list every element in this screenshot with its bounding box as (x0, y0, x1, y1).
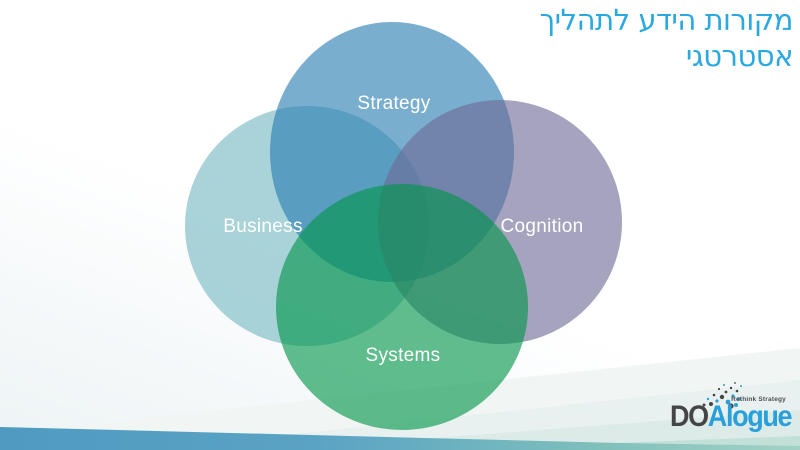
logo-tagline: Rethink Strategy (731, 396, 786, 403)
venn-label-business: Business (223, 216, 303, 237)
slide-title: מקורות הידע לתהליך אסטרטגי (463, 2, 794, 74)
logo-text-alogue: Alogue (707, 400, 793, 433)
venn-circle-systems (276, 184, 528, 430)
logo-wordmark: DOAlogue (670, 400, 793, 434)
venn-label-systems: Systems (365, 345, 441, 366)
venn-label-strategy: Strategy (357, 93, 431, 114)
footer-blue-wedge (0, 427, 800, 450)
doalogue-logo: Rethink Strategy DOAlogue (670, 382, 793, 441)
logo-particles-icon (702, 382, 742, 409)
logo-text-do: DO (670, 400, 709, 433)
slide-title-line1: מקורות הידע לתהליך (539, 3, 794, 37)
venn-label-cognition: Cognition (500, 216, 584, 237)
slide-title-line2: אסטרטגי (685, 39, 794, 73)
